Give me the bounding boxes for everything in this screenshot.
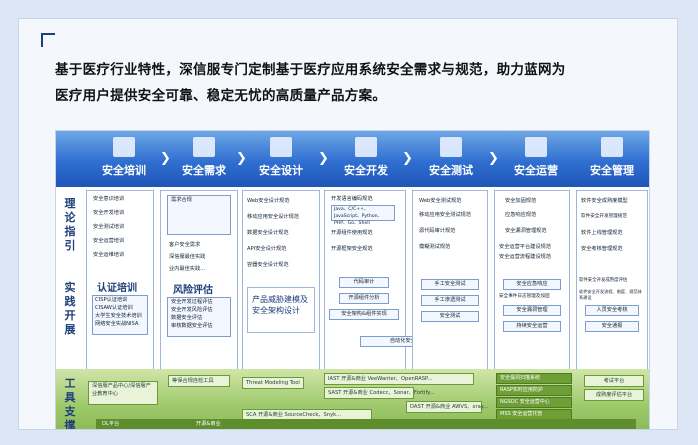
column-design: Web安全设计规范 移动应用安全设计规范 数据安全设计规范 API安全设计规范 … xyxy=(242,190,320,376)
side-label-guide: 理论指引 xyxy=(64,197,76,252)
chevron-right-icon: ❯ xyxy=(160,151,171,166)
column-requirement: 需求合规 客户安全需求 深信服最佳实践 业内最佳实践... 风险评估 安全开发过… xyxy=(160,190,238,376)
phase-development: 安全开发 xyxy=(324,131,408,187)
phase-design: 安全设计 xyxy=(240,131,322,187)
intro-text: 基于医疗行业特性，深信服专门定制基于医疗应用系统安全需求与规范，助力蓝网为 医疗… xyxy=(55,57,655,109)
side-label-practice: 实践开展 xyxy=(64,281,76,336)
tool-threat-modeling: Threat Modeling Tool xyxy=(242,377,304,389)
content-card: 基于医疗行业特性，深信服专门定制基于医疗应用系统安全需求与规范，助力蓝网为 医疗… xyxy=(18,18,678,430)
tools-band: 工具支撑 深信服产品中心/深信服产业教育中心 等保合规自检工具 Threat M… xyxy=(56,369,649,430)
tool-product-center: 深信服产品中心/深信服产业教育中心 xyxy=(88,381,158,405)
dev-languages-box: Java、C/C++、JavaScript、Python、PHP、Go、Shel… xyxy=(331,205,395,226)
tool-ngsoc: NGSOC 安全运营中心 xyxy=(496,397,572,408)
bottom-platform-bar: DL平台 开源&商业 xyxy=(96,419,636,429)
testing-icon xyxy=(440,137,462,157)
design-icon xyxy=(270,137,292,157)
threat-modeling-box: 产品威胁建模及安全架构设计 xyxy=(247,287,315,333)
oss-analysis-box: 开源组件分析 xyxy=(339,293,389,304)
sdl-diagram: 安全培训 ❯ 安全需求 ❯ 安全设计 ❯ 安全开发 ❯ 安全测试 ❯ 安全运营 … xyxy=(55,130,650,430)
security-test-box: 安全测试 xyxy=(421,311,479,322)
tool-dast: DAST 开源&商业 AWVS、xray... xyxy=(406,401,488,413)
phase-bar: 安全培训 ❯ 安全需求 ❯ 安全设计 ❯ 安全开发 ❯ 安全测试 ❯ 安全运营 … xyxy=(56,131,649,187)
side-label-tools: 工具支撑 xyxy=(64,377,76,430)
intro-line-2: 医疗用户提供安全可靠、稳定无忧的高质量产品方案。 xyxy=(55,88,387,104)
vuln-mgmt-box: 安全漏洞管理 xyxy=(503,305,561,316)
cert-training-title: 认证培训 xyxy=(97,283,137,294)
training-icon xyxy=(113,137,135,157)
tool-iast: IAST 开源&商业 VeeWanter、OpenRASP... xyxy=(324,373,474,385)
phase-requirement: 安全需求 xyxy=(164,131,244,187)
code-audit-box: 代码审计 xyxy=(339,277,389,288)
requirement-icon xyxy=(193,137,215,157)
phase-testing: 安全测试 xyxy=(410,131,492,187)
continuous-ops-box: 持续安全运营 xyxy=(503,321,561,332)
pentest-box: 手工渗透测试 xyxy=(421,295,479,306)
chevron-right-icon: ❯ xyxy=(236,151,247,166)
compliance-box: 需求合规 xyxy=(167,195,231,235)
chevron-right-icon: ❯ xyxy=(402,151,413,166)
intro-line-1: 基于医疗行业特性，深信服专门定制基于医疗应用系统安全需求与规范，助力蓝网为 xyxy=(55,62,566,78)
staff-assessment-box: 人员安全考核 xyxy=(585,305,639,316)
development-icon xyxy=(355,137,377,157)
management-icon xyxy=(601,137,623,157)
security-bulletin-box: 安全通报 xyxy=(585,321,639,332)
tool-compliance-check: 等保合规自检工具 xyxy=(168,375,230,387)
operation-icon xyxy=(525,137,547,157)
phase-training: 安全培训 xyxy=(84,131,164,187)
tool-maturity-platform: 成熟度评估平台 xyxy=(584,389,644,401)
chevron-right-icon: ❯ xyxy=(318,151,329,166)
manual-test-box: 手工安全测试 xyxy=(421,279,479,290)
incident-response-box: 安全应急响应 xyxy=(503,279,561,290)
risk-assessment-title: 风险评估 xyxy=(173,285,213,296)
phase-operation: 安全运营 xyxy=(496,131,576,187)
tool-vuln-scanner: 安全漏洞扫描系统 xyxy=(496,373,572,384)
tool-exam-platform: 考试平台 xyxy=(584,375,644,387)
risk-assessment-box: 安全开发过程评估 安全开发风险评估 数据安全评估 审核数据安全评估 xyxy=(167,297,231,337)
cert-training-box: CISP认证培训 CISAW认证培训 大学生安全技术培训 网络安全实战NISA xyxy=(92,295,148,335)
phase-management: 安全管理 xyxy=(576,131,648,187)
corner-mark-icon xyxy=(41,33,55,47)
column-training: 安全意识培训 安全开发培训 安全测试培训 安全运营培训 安全运维培训 认证培训 … xyxy=(86,190,154,376)
column-operation: 安全加固规范 应急响应规范 安全漏洞管理规范 安全运营平台建设规范 安全运营流程… xyxy=(494,190,570,376)
secure-arch-box: 安全架构&组件实现 xyxy=(329,309,399,320)
column-management: 软件安全成熟度模型 软件安全开发管理规范 软件上线管理规范 安全考核管理规范 软… xyxy=(576,190,648,376)
chevron-right-icon: ❯ xyxy=(488,151,499,166)
column-development: 开发语言编码规范 Java、C/C++、JavaScript、Python、PH… xyxy=(324,190,406,376)
tool-sast: SAST 开源&商业 Codecc、Sonar、Fortify... xyxy=(324,387,435,399)
tool-rasp: RASP实时应用防护 xyxy=(496,385,572,396)
column-testing: Web安全测试规范 移动应用安全测试规范 源代码审计规范 模糊测试规范 手工安全… xyxy=(412,190,488,376)
